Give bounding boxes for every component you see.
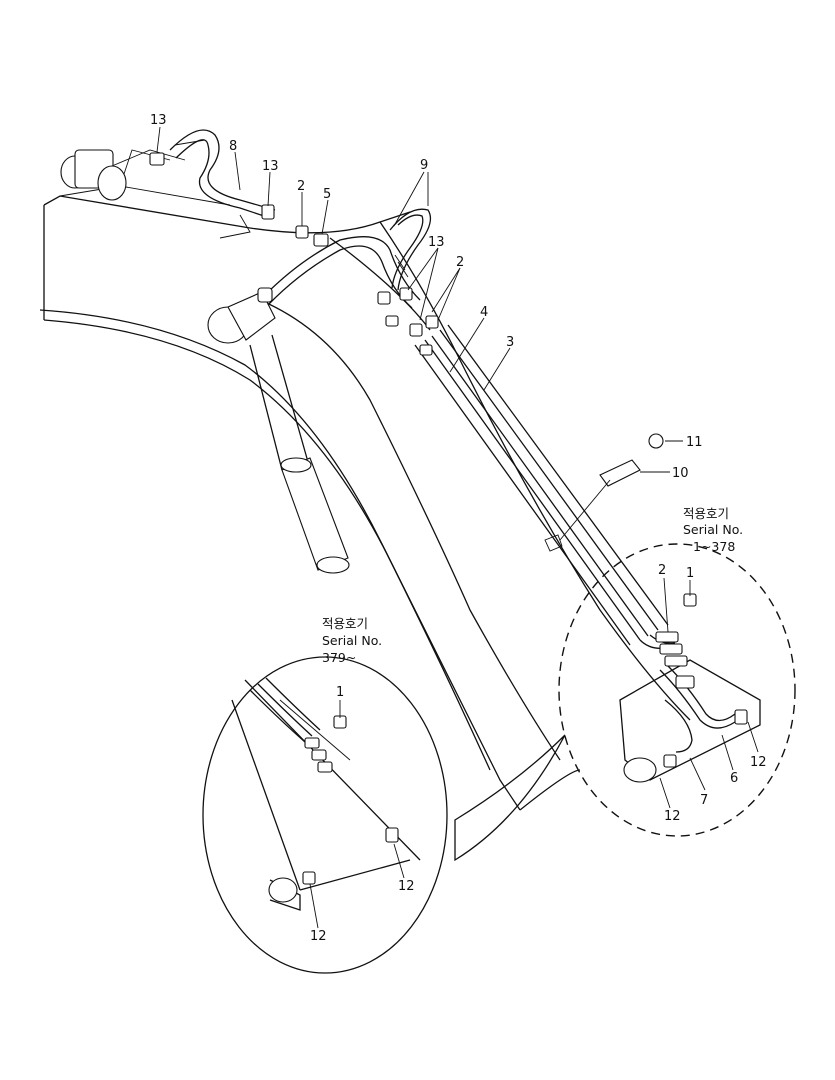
label-1-detail-a: 1 [686, 566, 694, 581]
label-12-detail-b-bottom: 12 [310, 929, 327, 944]
label-13-upper: 13 [262, 159, 279, 174]
part-number-labels: 13 8 13 2 5 9 13 2 4 3 11 10 2 1 12 6 7 … [150, 113, 767, 944]
label-2-detail-a: 2 [658, 563, 666, 578]
label-13-top-left: 13 [150, 113, 167, 128]
note-left-line2: Serial No. [322, 633, 382, 648]
fittings-top [149, 152, 439, 356]
label-12-detail-b-right: 12 [398, 879, 415, 894]
label-13-middle: 13 [428, 235, 445, 250]
label-8: 8 [229, 139, 237, 154]
boom-body [39, 149, 691, 811]
leader-lines [156, 126, 759, 929]
label-2-upper: 2 [297, 179, 305, 194]
label-2-middle: 2 [456, 255, 464, 270]
steel-pipes [414, 324, 669, 646]
detail-b-left [202, 656, 566, 974]
label-3: 3 [506, 335, 514, 350]
label-10: 10 [672, 466, 689, 481]
clamp-and-bolt [559, 433, 664, 541]
label-12-detail-a-right: 12 [750, 755, 767, 770]
label-7: 7 [700, 793, 708, 808]
boom-foot-pin [60, 149, 186, 201]
arm-cylinder [207, 291, 350, 574]
label-11: 11 [686, 435, 703, 450]
note-left-line3: 379~ [322, 650, 356, 665]
hose-lines [169, 129, 432, 309]
note-left-line1: 적용호기 [322, 616, 368, 631]
label-4: 4 [480, 305, 488, 320]
serial-note-right: 적용호기 Serial No. 1~378 [683, 506, 743, 554]
detail-a-right [558, 543, 796, 837]
label-6: 6 [730, 771, 738, 786]
label-5: 5 [323, 187, 331, 202]
label-12-detail-a-bottom: 12 [664, 809, 681, 824]
note-right-line1: 적용호기 [683, 506, 729, 521]
serial-note-left: 적용호기 Serial No. 379~ [322, 616, 382, 665]
note-right-line2: Serial No. [683, 522, 743, 537]
label-9: 9 [420, 158, 428, 173]
label-1-detail-b: 1 [336, 685, 344, 700]
note-right-line3: 1~378 [693, 539, 735, 554]
